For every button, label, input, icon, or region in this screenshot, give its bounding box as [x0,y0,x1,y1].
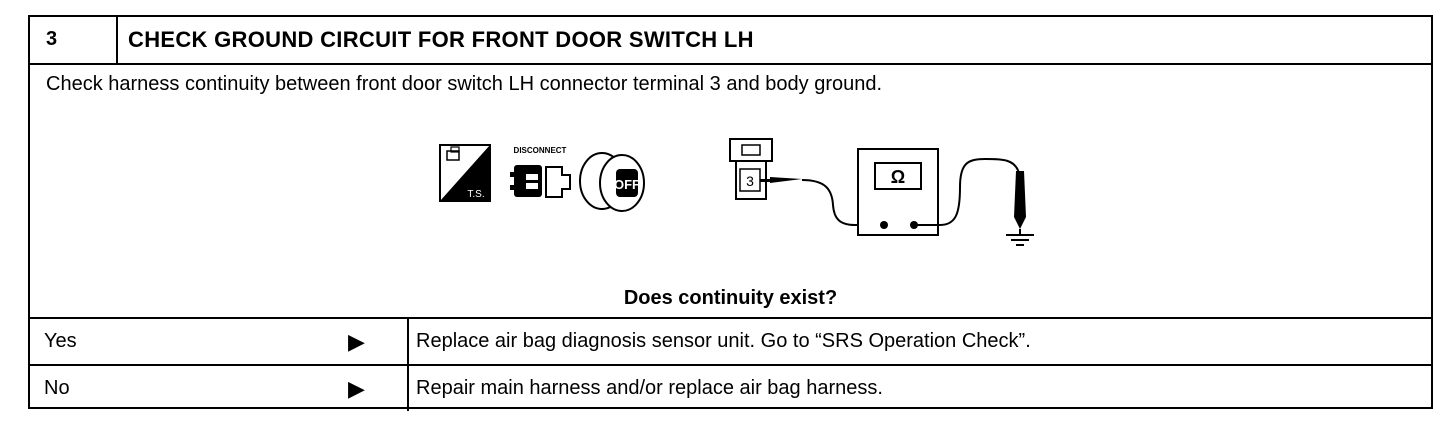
action-text: Repair main harness and/or replace air b… [416,377,883,399]
answer-label: Yes [44,330,77,352]
probe-lead [760,177,880,226]
disconnect-icon: DISCONNECT [510,146,571,198]
ohmmeter: Ω [857,148,939,236]
step-header: 3 CHECK GROUND CIRCUIT FOR FRONT DOOR SW… [30,17,1431,65]
instruction-text: Check harness continuity between front d… [46,73,883,95]
result-row-yes: Yes ▶ Replace air bag diagnosis sensor u… [30,317,1431,364]
continuity-question: Does continuity exist? [623,287,838,309]
row-divider [407,366,409,411]
step-number: 3 [46,28,58,50]
ground-lead [914,157,1026,229]
row-divider [407,319,409,364]
ts-label: T.S. [467,189,484,200]
ground-symbol [1006,229,1034,246]
arrow-icon: ▶ [348,376,365,401]
ts-icon: T.S. [439,144,491,202]
ohm-symbol: Ω [891,167,905,187]
off-label: OFF [614,177,640,192]
header-divider [116,17,118,63]
step-title: CHECK GROUND CIRCUIT FOR FRONT DOOR SWIT… [128,27,754,52]
terminal-label: 3 [746,173,754,189]
disconnect-label: DISCONNECT [514,146,567,155]
ignition-off-icon: OFF [579,152,645,212]
answer-label: No [44,377,70,399]
diagnostic-step-table: 3 CHECK GROUND CIRCUIT FOR FRONT DOOR SW… [28,15,1433,411]
action-text: Replace air bag diagnosis sensor unit. G… [416,330,1031,352]
arrow-icon: ▶ [348,329,365,354]
result-row-no: No ▶ Repair main harness and/or replace … [30,364,1431,411]
continuity-test-diagram: T.S. DISCONNECT OFF 3 [439,138,1034,246]
connector-icon: 3 [729,138,773,200]
